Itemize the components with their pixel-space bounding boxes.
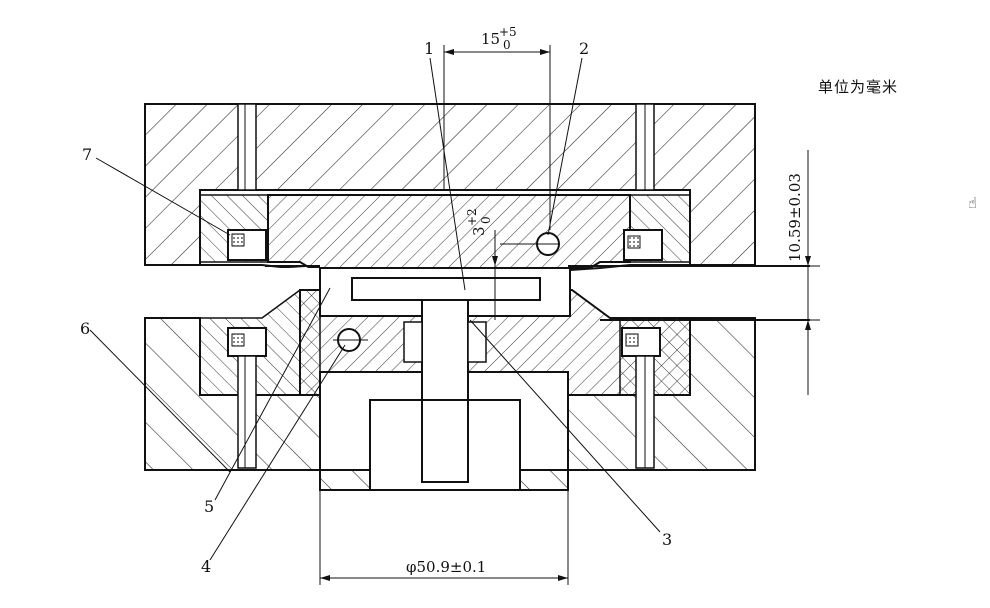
pilot-hole-lower	[333, 328, 368, 352]
dim-diameter-text: φ50.9±0.1	[406, 558, 486, 576]
center-punch	[351, 277, 541, 491]
part-label-4: 4	[201, 557, 211, 576]
dim-top-gap-lower: 0	[503, 38, 511, 52]
leader-lines	[89, 57, 661, 561]
dim-top-gap-upper: +5	[499, 25, 517, 39]
bolt-upper-left	[227, 103, 267, 261]
bolt-lower-left	[227, 327, 267, 469]
dim-depth-group: 3 +2 0	[465, 208, 493, 236]
dimension-top-gap	[443, 45, 551, 230]
part-label-6: 6	[80, 319, 90, 338]
part-label-1: 1	[424, 39, 434, 58]
unit-note: 单位为毫米	[818, 78, 899, 96]
part-label-3: 3	[662, 530, 672, 549]
part-label-2: 2	[579, 39, 589, 58]
dimension-depth	[492, 230, 498, 320]
upper-insert-plate	[199, 189, 691, 271]
dim-height-group: 10.59±0.03	[786, 173, 804, 262]
hand-cursor-icon: ☝	[968, 194, 978, 212]
dim-top-gap-base: 15	[481, 30, 500, 48]
dim-depth-base: 3	[470, 226, 488, 236]
dimension-diameter	[319, 395, 569, 585]
dim-depth-lower: 0	[479, 216, 493, 224]
bolt-upper-right	[623, 103, 663, 261]
dim-height-text: 10.59±0.03	[786, 173, 804, 262]
part-label-5: 5	[204, 497, 214, 516]
dimension-height	[700, 150, 820, 395]
bolt-lower-right	[621, 327, 661, 469]
dim-depth-upper: +2	[465, 208, 479, 226]
part-label-7: 7	[82, 145, 92, 164]
